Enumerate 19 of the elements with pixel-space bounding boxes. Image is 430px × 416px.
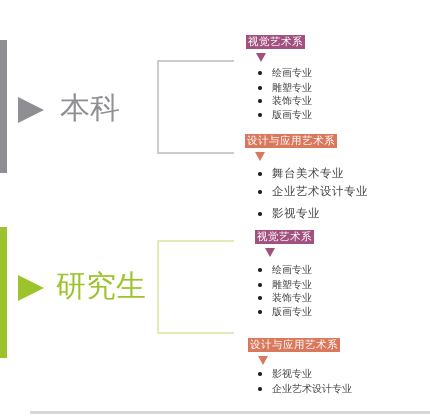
level-heading: 研究生 [56,270,146,304]
list-item: 舞台美术专业 [258,166,344,180]
list-item: 装饰专业 [258,96,312,108]
list-item: 雕塑专业 [258,83,312,95]
department-badge: 设计与应用艺术系 [245,134,337,148]
list-item: 版画专业 [258,307,312,319]
department-badge: 视觉艺术系 [255,230,314,244]
list-item: 企业艺术设计专业 [258,184,368,198]
list-item: 绘画专业 [258,68,312,80]
list-item: 雕塑专业 [258,280,312,292]
list-item: 绘画专业 [258,265,312,277]
department-badge: 设计与应用艺术系 [248,338,340,352]
list-item: 影视专业 [258,206,320,220]
level-heading: 本科 [60,92,120,126]
list-item: 版画专业 [258,110,312,122]
list-item: 企业艺术设计专业 [258,384,352,396]
list-item: 影视专业 [258,369,312,381]
list-item: 装饰专业 [258,293,312,305]
department-badge: 视觉艺术系 [246,35,305,49]
